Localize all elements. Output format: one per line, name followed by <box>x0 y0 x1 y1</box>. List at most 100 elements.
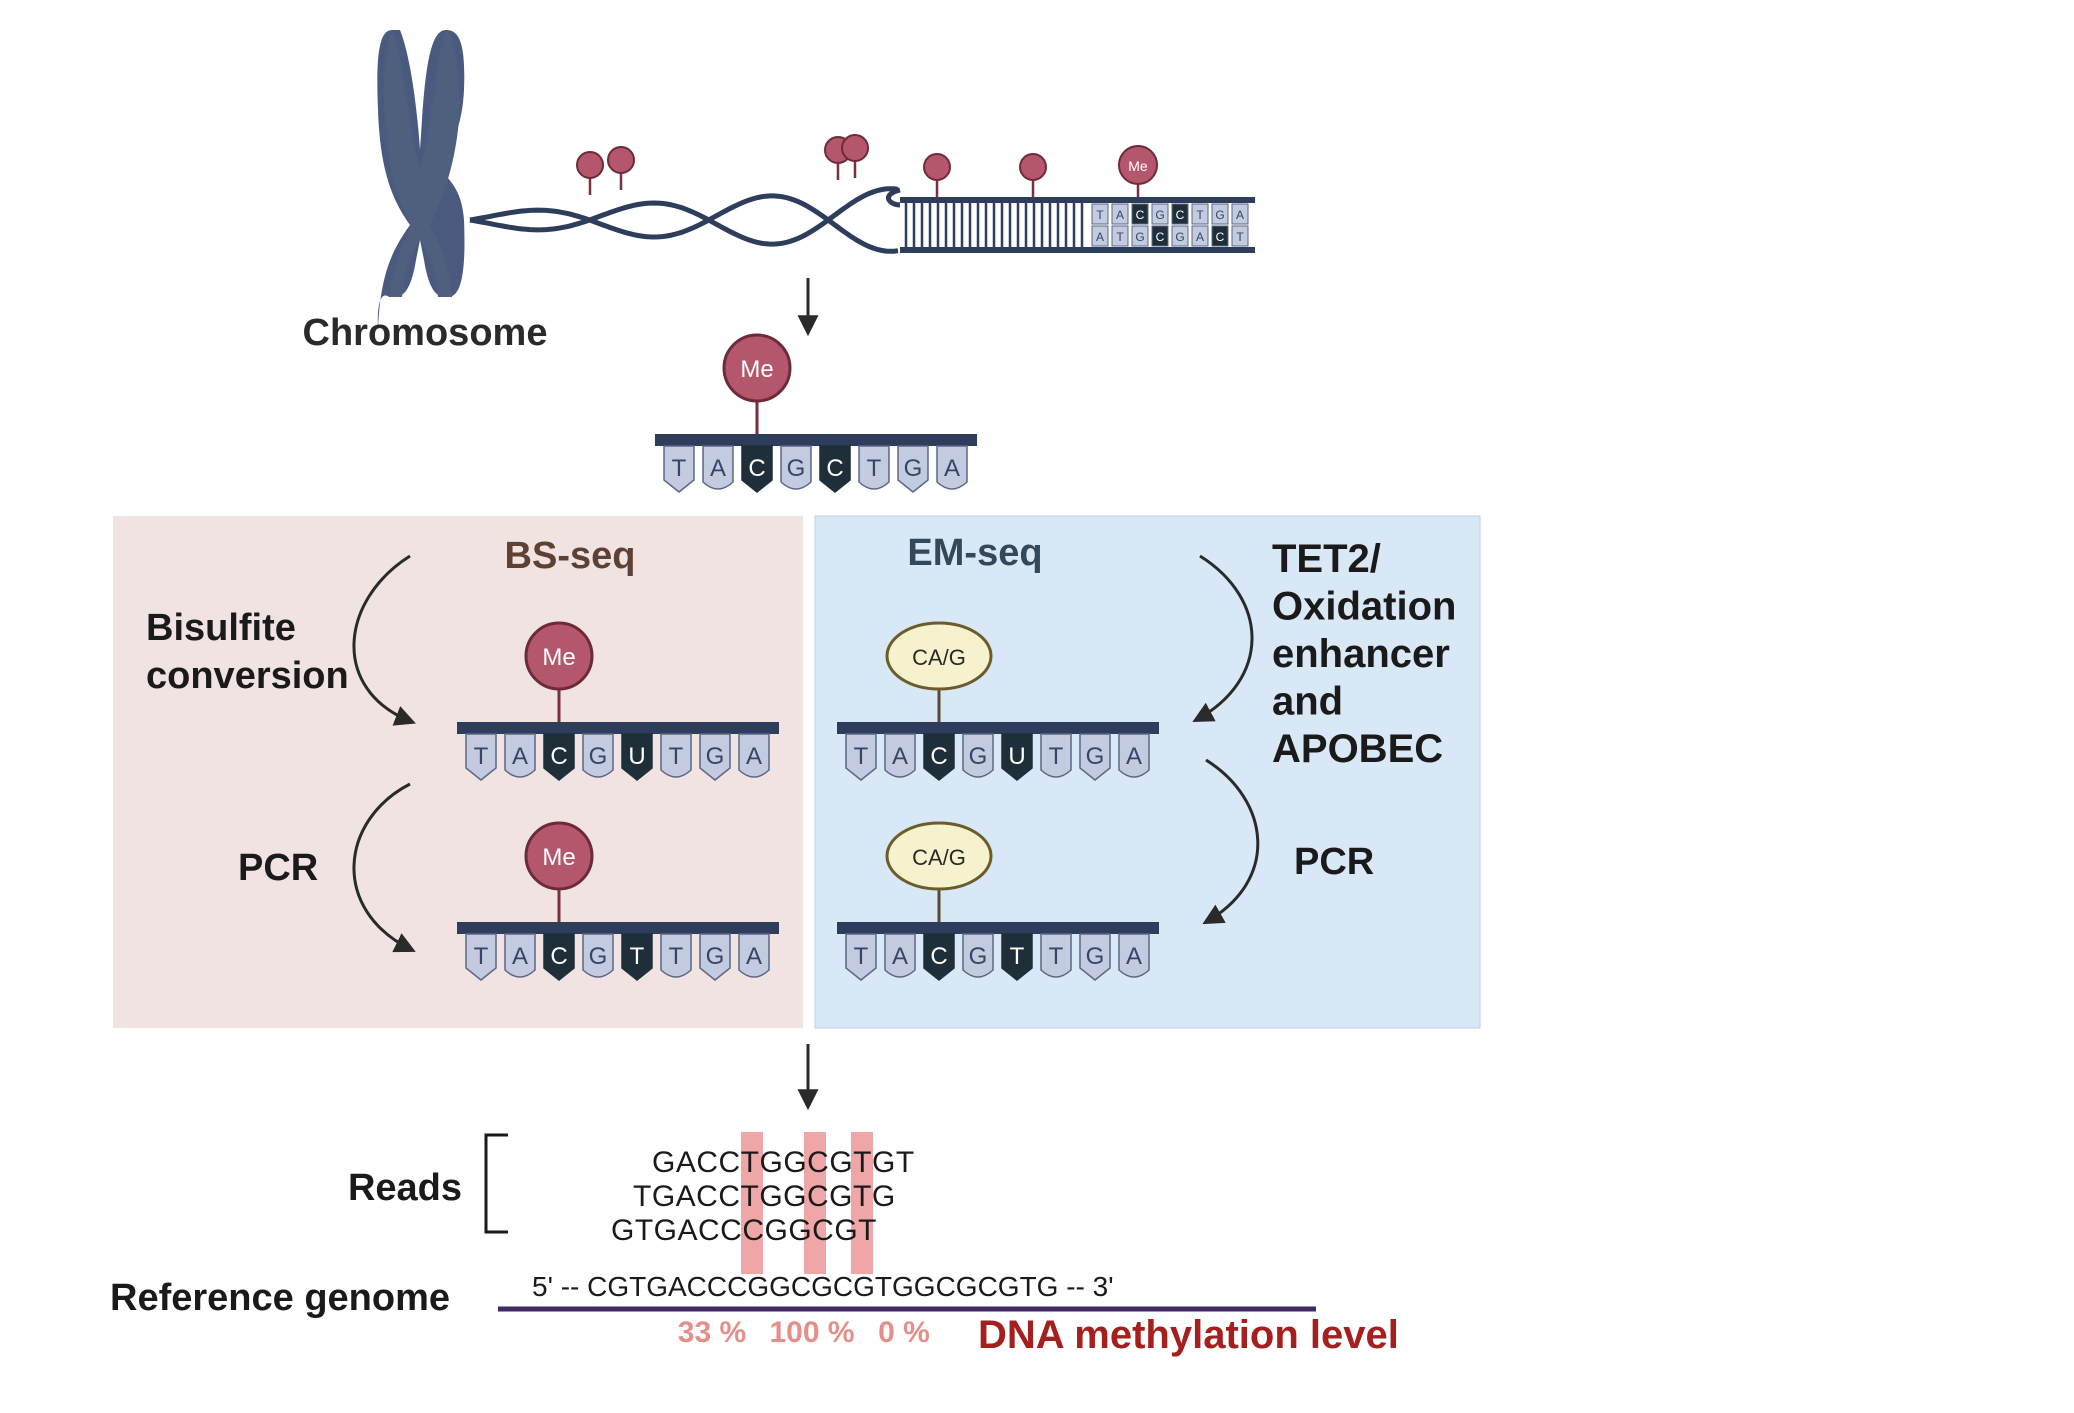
base-tile <box>663 445 695 493</box>
base-tile <box>884 933 916 978</box>
mark-label: CA/G <box>912 645 966 670</box>
base-tile <box>845 933 877 981</box>
tet-label-line: Oxidation <box>1272 585 1456 629</box>
base-tile <box>845 733 877 781</box>
base-tile <box>1118 733 1150 778</box>
base-letter: A <box>892 943 908 970</box>
base-letter: T <box>630 943 645 970</box>
base-tile <box>1040 933 1072 978</box>
base-letter: C <box>550 943 567 970</box>
base-tile <box>819 445 851 493</box>
percent-1: 33 % <box>678 1316 746 1349</box>
pcr-label-left: PCR <box>238 847 318 889</box>
base-tile <box>582 733 614 778</box>
base-letter: G <box>1086 743 1105 770</box>
methyl-mark <box>722 333 792 403</box>
base-tile <box>897 445 929 493</box>
em-seq-title: EM-seq <box>907 532 1042 574</box>
base-letter: G <box>969 943 988 970</box>
ca-g-mark <box>885 621 993 691</box>
base-tile <box>936 445 968 490</box>
mark-label: Me <box>740 356 773 383</box>
base-tile <box>858 445 890 490</box>
base-tile <box>702 445 734 490</box>
strand-backbone <box>457 722 779 734</box>
base-letter: A <box>1126 743 1142 770</box>
base-letter: C <box>930 743 947 770</box>
base-letter: A <box>710 455 726 482</box>
reference-genome-label: Reference genome <box>110 1277 450 1319</box>
svg-text:C: C <box>1136 208 1145 222</box>
svg-text:A: A <box>1116 208 1124 222</box>
base-letter: U <box>1008 743 1025 770</box>
methylation-marks: Me <box>576 134 1158 197</box>
pcr-label-right: PCR <box>1294 841 1374 883</box>
mark-label: CA/G <box>912 845 966 870</box>
base-letter: T <box>669 943 684 970</box>
base-letter: G <box>706 743 725 770</box>
percent-3: 0 % <box>878 1316 930 1349</box>
dna-ladder <box>886 187 1255 253</box>
base-tile <box>660 733 692 778</box>
base-letter: T <box>1010 943 1025 970</box>
base-letter: A <box>512 743 528 770</box>
base-letter: G <box>969 743 988 770</box>
svg-text:A: A <box>1096 230 1104 244</box>
base-letter: A <box>1126 943 1142 970</box>
base-letter: A <box>944 455 960 482</box>
base-letter: T <box>474 743 489 770</box>
base-letter: C <box>748 455 765 482</box>
base-tile <box>582 933 614 978</box>
base-letter: A <box>746 943 762 970</box>
base-tile <box>962 933 994 978</box>
base-letter: C <box>930 943 947 970</box>
svg-text:A: A <box>1236 208 1244 222</box>
strand-backbone <box>837 922 1159 934</box>
svg-text:T: T <box>1096 208 1104 222</box>
strand-backbone <box>655 434 977 446</box>
base-tile <box>923 933 955 981</box>
base-tile <box>738 733 770 778</box>
base-tile <box>780 445 812 490</box>
base-tile <box>962 733 994 778</box>
chromosome-icon <box>377 30 465 330</box>
base-tile <box>884 733 916 778</box>
bisulfite-label-line2: conversion <box>146 655 349 697</box>
base-tile <box>738 933 770 978</box>
svg-text:Me: Me <box>1128 158 1148 174</box>
base-tile <box>699 933 731 981</box>
base-tile <box>741 445 773 493</box>
base-letter: G <box>589 743 608 770</box>
base-tile <box>923 733 955 781</box>
base-tile <box>543 733 575 781</box>
base-tile <box>504 733 536 778</box>
strand-backbone <box>837 722 1159 734</box>
base-tile <box>699 733 731 781</box>
base-letter: G <box>589 943 608 970</box>
svg-text:A: A <box>1196 230 1204 244</box>
svg-text:T: T <box>1236 230 1244 244</box>
tet-label-line: TET2/ <box>1272 537 1381 581</box>
base-letter: A <box>512 943 528 970</box>
base-tile <box>1001 733 1033 781</box>
svg-text:C: C <box>1156 230 1165 244</box>
dna-helix <box>469 186 899 254</box>
svg-text:C: C <box>1216 230 1225 244</box>
base-letter: G <box>1086 943 1105 970</box>
bisulfite-arrow <box>352 554 416 726</box>
base-letter: T <box>854 943 869 970</box>
methyl-mark <box>524 821 594 891</box>
base-tile <box>621 933 653 981</box>
reads-label: Reads <box>348 1167 462 1209</box>
ca-g-mark <box>885 821 993 891</box>
base-letter: U <box>628 743 645 770</box>
methylation-highlight-columns <box>741 1132 873 1274</box>
tet-label-line: APOBEC <box>1272 727 1443 771</box>
